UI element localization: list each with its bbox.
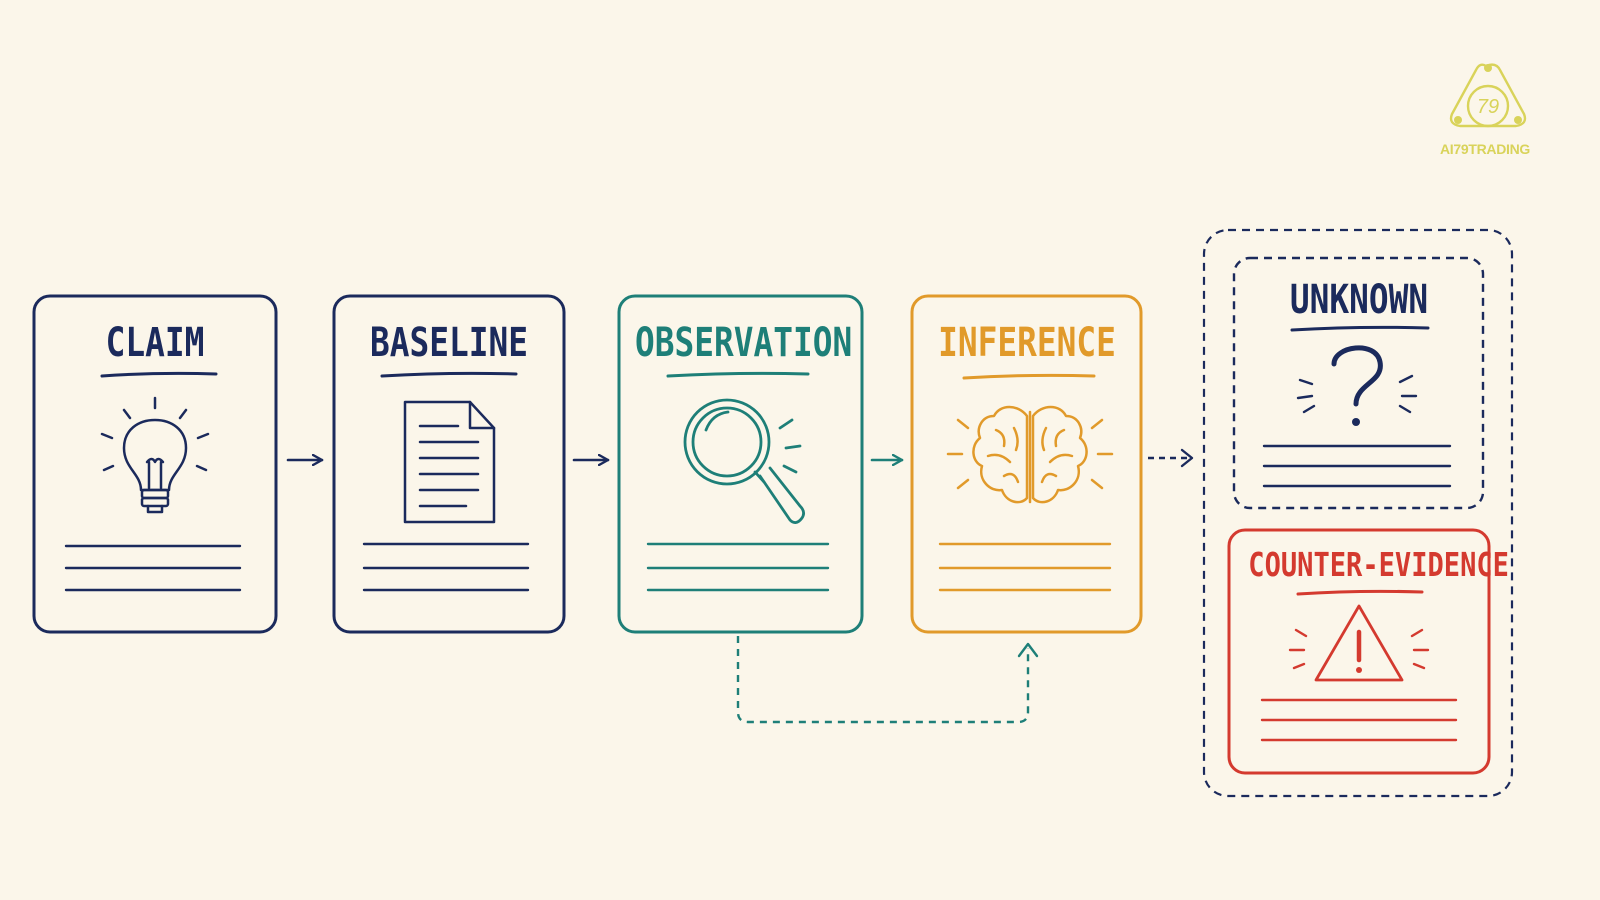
title-underline xyxy=(100,371,218,378)
card-title-inference: INFERENCE xyxy=(938,320,1116,366)
text-lines xyxy=(646,542,830,592)
card-title-counter-evidence: COUNTER-EVIDENCE xyxy=(1248,545,1509,584)
title-underline xyxy=(1296,589,1424,596)
text-lines xyxy=(938,542,1112,592)
magnifier-icon xyxy=(683,398,805,524)
card-title-claim: CLAIM xyxy=(105,320,205,366)
card-observation xyxy=(617,294,864,634)
outcome-group xyxy=(1202,228,1514,798)
brain-icon xyxy=(946,405,1114,504)
logo-text: AI79TRADING xyxy=(1439,141,1531,157)
title-underline xyxy=(962,373,1096,380)
lightbulb-icon xyxy=(100,396,210,514)
card-claim xyxy=(32,294,278,634)
title-underline xyxy=(1290,325,1430,332)
card-unknown xyxy=(1232,256,1485,510)
card-inference xyxy=(910,294,1143,634)
dashed-feedback-arrow xyxy=(736,636,1030,724)
ai79trading-logo: 79 xyxy=(1449,63,1527,128)
card-title-observation: OBSERVATION xyxy=(635,320,853,366)
text-lines xyxy=(1260,698,1458,742)
card-title-baseline: BASELINE xyxy=(370,320,528,366)
title-underline xyxy=(666,371,810,378)
logo-badge-number: 79 xyxy=(1477,96,1499,118)
card-title-unknown: UNKNOWN xyxy=(1289,277,1429,323)
card-baseline xyxy=(332,294,566,634)
text-lines xyxy=(1262,444,1452,488)
warning-icon xyxy=(1288,604,1430,682)
card-counter-evidence xyxy=(1227,528,1491,775)
question-mark-icon xyxy=(1296,345,1418,426)
text-lines xyxy=(362,542,530,592)
text-lines xyxy=(64,544,242,592)
dashed-feedback-arrowhead xyxy=(1017,642,1039,658)
title-underline xyxy=(380,371,518,378)
dashed-arrow-head xyxy=(1180,448,1194,468)
document-icon xyxy=(403,400,496,524)
